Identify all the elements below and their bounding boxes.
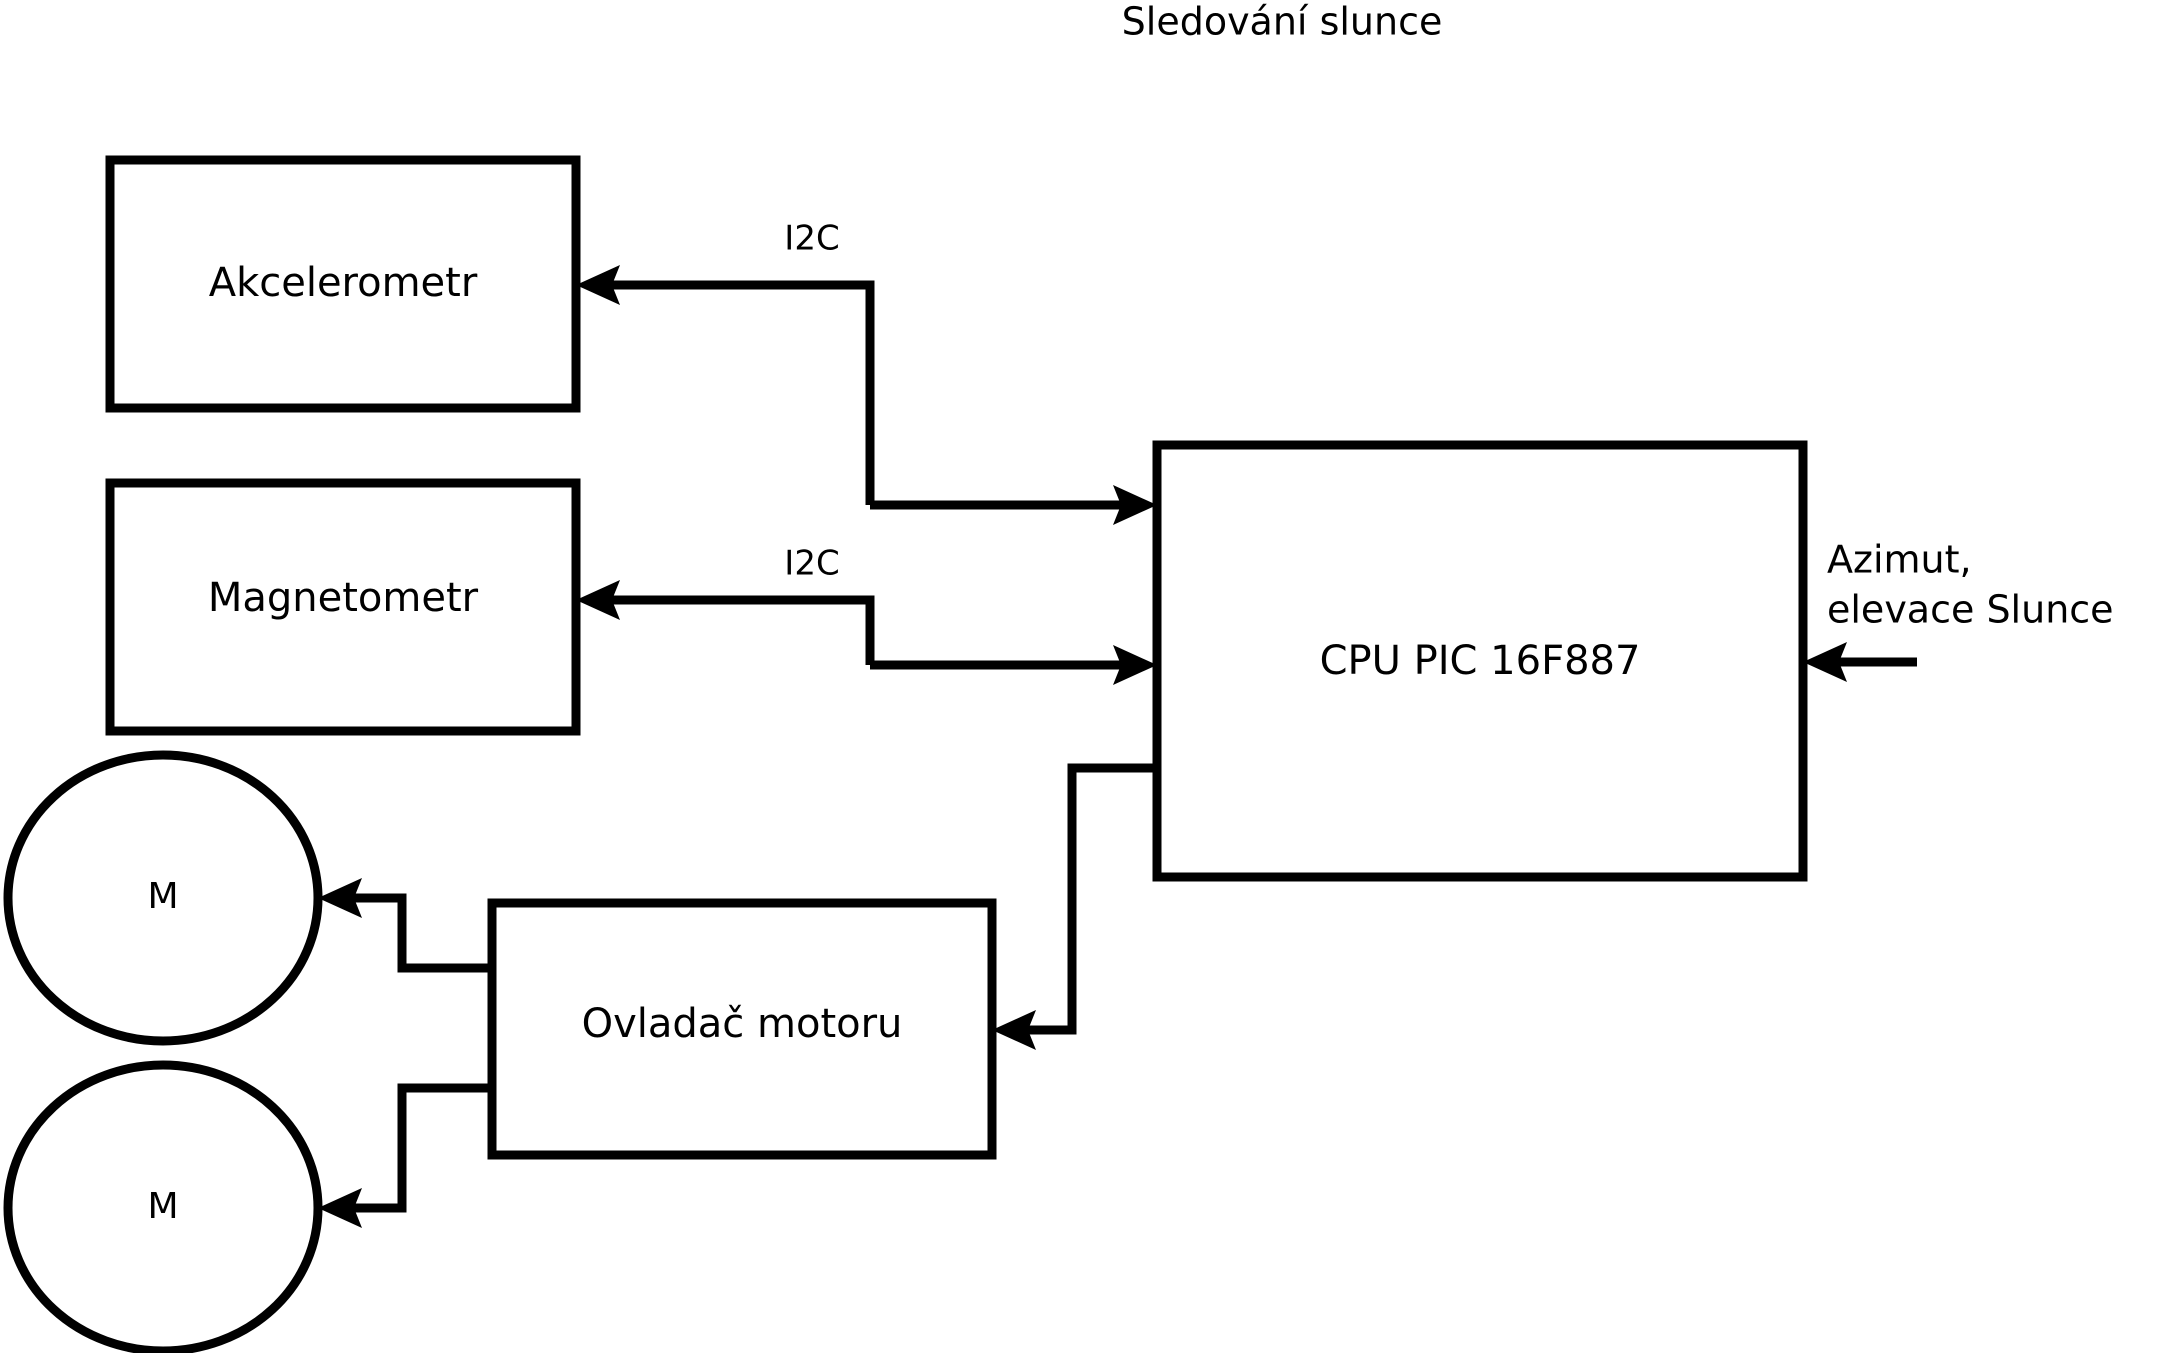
page-title: Sledování slunce (1122, 0, 1443, 44)
wire-motor-driver-to-motor-bottom (342, 1083, 492, 1213)
node-accelerometer[interactable] (105, 155, 581, 413)
wire-label-i2c-accelerometer: I2C (784, 219, 839, 259)
wire-cpu-to-accelerometer (600, 280, 875, 505)
node-magnetometer[interactable] (105, 478, 581, 736)
node-motor-driver[interactable] (487, 898, 997, 1160)
external-input-label-line2: elevace Slunce (1827, 588, 2114, 632)
node-motor-bottom-label: M (147, 1186, 178, 1227)
arrowhead-motor-top-in (318, 878, 362, 918)
node-accelerometer-label: Akcelerometr (209, 260, 478, 306)
arrowhead-cpu-in-top (1113, 485, 1157, 525)
node-motor-top-label: M (147, 876, 178, 917)
wire-motor-driver-to-motor-top (342, 893, 492, 973)
external-input-label-line1: Azimut, (1827, 538, 1972, 582)
arrowhead-accelerometer-in (576, 265, 620, 305)
wire-cpu-to-motor-driver (1016, 763, 1157, 1035)
arrowhead-motor-driver-in (992, 1010, 1036, 1050)
arrowhead-magnetometer-in (576, 580, 620, 620)
wire-label-i2c-magnetometer: I2C (784, 544, 839, 584)
arrowhead-cpu-in-right (1803, 642, 1847, 682)
node-cpu-label: CPU PIC 16F887 (1320, 638, 1641, 684)
node-magnetometer-label: Magnetometr (208, 575, 479, 621)
node-cpu[interactable] (1152, 440, 1808, 882)
arrowhead-cpu-in-middle (1113, 645, 1157, 685)
wire-cpu-to-magnetometer (600, 595, 875, 665)
arrowhead-motor-bottom-in (318, 1188, 362, 1228)
node-motor-driver-label: Ovladač motoru (582, 1001, 903, 1047)
